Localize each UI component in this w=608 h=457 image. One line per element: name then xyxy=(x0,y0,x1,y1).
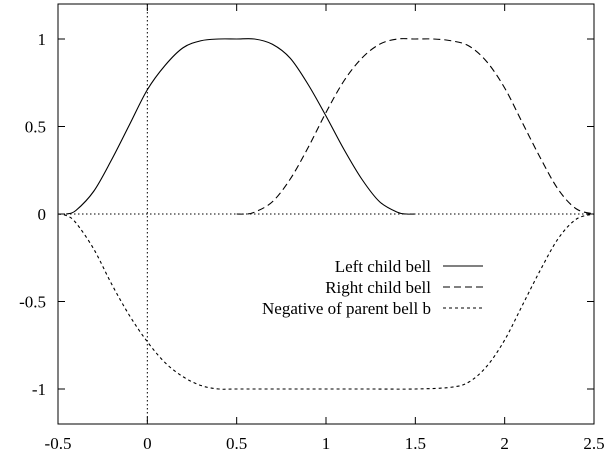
x-tick-label: 2 xyxy=(500,434,509,453)
x-tick-label: 0.5 xyxy=(226,434,247,453)
series-line-2 xyxy=(236,38,595,215)
axes-layer: -0.5 0 0.5 1 1.5 2 2.5 -1 -0.5 0 0.5 1 xyxy=(19,3,605,453)
legend-label-3: Negative of parent bell b xyxy=(262,299,431,318)
x-tick-label: 2.5 xyxy=(583,434,604,453)
y-tick-label: 1 xyxy=(38,30,47,49)
legend-label-1: Left child bell xyxy=(335,257,432,276)
series-line-1 xyxy=(66,38,416,215)
series-line-3 xyxy=(57,213,595,390)
legend-label-2: Right child bell xyxy=(325,278,431,297)
y-tick-label: -1 xyxy=(32,380,46,399)
y-tick-label: -0.5 xyxy=(19,293,46,312)
series-layer xyxy=(57,38,595,390)
x-tick-label: 1.5 xyxy=(405,434,426,453)
y-tick-label: 0 xyxy=(38,205,47,224)
x-tick-label: 1 xyxy=(322,434,331,453)
y-tick-label: 0.5 xyxy=(25,118,46,137)
x-tick-label: -0.5 xyxy=(45,434,72,453)
x-tick-label: 0 xyxy=(143,434,152,453)
